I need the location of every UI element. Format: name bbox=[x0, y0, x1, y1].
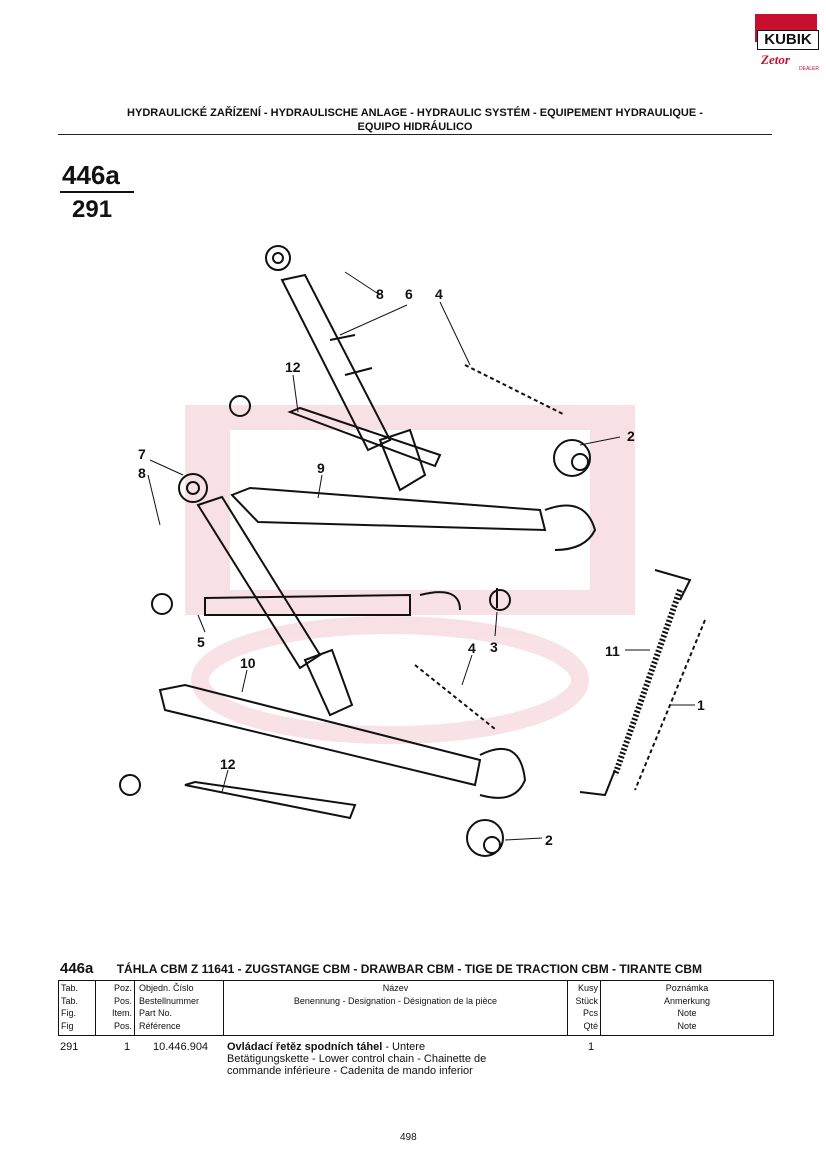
stabilizer-upper bbox=[229, 395, 442, 468]
callout-12-bottom: 12 bbox=[220, 756, 236, 772]
row-poz: 1 bbox=[124, 1041, 131, 1053]
chain-middle bbox=[414, 664, 496, 730]
figure-number: 446a bbox=[62, 160, 120, 190]
logo-sub: Zetor bbox=[761, 52, 790, 67]
parts-table-heading: 446a TÁHLA CBM Z 11641 - ZUGSTANGE CBM -… bbox=[60, 960, 702, 977]
callout-4-mid: 4 bbox=[468, 640, 476, 656]
logo-brand: KUBIK bbox=[757, 30, 819, 50]
stabilizer-middle bbox=[151, 591, 461, 616]
callout-8-left: 8 bbox=[138, 465, 146, 481]
logo-dealer: DEALER bbox=[799, 66, 820, 72]
table-row: 291 1 10.446.904 Ovládací řetěz spodních… bbox=[0, 1041, 826, 1091]
col-tab: Tab.Tab. Fig.Fig bbox=[59, 981, 96, 1036]
drawbar-upper bbox=[230, 486, 597, 551]
pin-3 bbox=[489, 588, 511, 611]
row-description-line-1: - Untere bbox=[382, 1041, 426, 1053]
callout-3: 3 bbox=[490, 639, 498, 655]
section-header: HYDRAULICKÉ ZAŘÍZENÍ - HYDRAULISCHE ANLA… bbox=[70, 106, 760, 134]
callout-5: 5 bbox=[197, 634, 205, 650]
header-line-1: HYDRAULICKÉ ZAŘÍZENÍ - HYDRAULISCHE ANLA… bbox=[127, 107, 703, 119]
callout-6: 6 bbox=[405, 286, 413, 302]
row-tab: 291 bbox=[60, 1041, 79, 1053]
row-description: Ovládací řetěz spodních táhel - Untere B… bbox=[227, 1041, 557, 1077]
parts-table-title: TÁHLA CBM Z 11641 - ZUGSTANGE CBM - DRAW… bbox=[116, 962, 703, 976]
figure-number-divider bbox=[60, 191, 134, 193]
col-poz: Poz.Pos. Item.Pos. bbox=[96, 981, 135, 1036]
lift-rod-upper bbox=[265, 245, 427, 492]
hook-lower bbox=[466, 819, 504, 857]
callout-1: 1 bbox=[697, 697, 705, 713]
callout-12-top: 12 bbox=[285, 359, 301, 375]
spring bbox=[612, 589, 683, 776]
watermark bbox=[185, 405, 635, 744]
header-divider bbox=[58, 134, 772, 135]
callout-2-bottom: 2 bbox=[545, 832, 553, 848]
callout-9: 9 bbox=[317, 460, 325, 476]
chain-upper bbox=[464, 364, 566, 416]
spring-rod bbox=[579, 569, 692, 797]
callout-10: 10 bbox=[240, 655, 256, 671]
row-description-bold: Ovládací řetěz spodních táhel bbox=[227, 1041, 383, 1053]
figure-subnumber: 291 bbox=[72, 196, 113, 223]
row-part-number: 10.446.904 bbox=[153, 1041, 209, 1053]
header-line-2: EQUIPO HIDRÁULICO bbox=[357, 121, 473, 133]
page-number: 498 bbox=[400, 1132, 417, 1143]
row-qty: 1 bbox=[588, 1041, 595, 1053]
drawbar-lower bbox=[158, 683, 527, 799]
callout-11: 11 bbox=[605, 643, 620, 659]
lift-rod-lower bbox=[178, 473, 354, 717]
kubik-zetor-logo: KUBIK Zetor DEALER bbox=[755, 14, 821, 72]
callout-8-top: 8 bbox=[376, 286, 384, 302]
stabilizer-lower bbox=[119, 774, 357, 820]
callout-2-top: 2 bbox=[627, 428, 635, 444]
parts-table-fig-number: 446a bbox=[60, 960, 94, 977]
row-description-line-3: commande inférieure - Cadenita de mando … bbox=[227, 1065, 473, 1077]
hook-upper bbox=[553, 439, 591, 477]
parts-table-header: Tab.Tab. Fig.Fig Poz.Pos. Item.Pos. Obje… bbox=[58, 980, 774, 1036]
row-description-line-2: Betätigungskette - Lower control chain -… bbox=[227, 1053, 487, 1065]
callout-7: 7 bbox=[138, 446, 146, 462]
callout-4-top: 4 bbox=[435, 286, 443, 302]
